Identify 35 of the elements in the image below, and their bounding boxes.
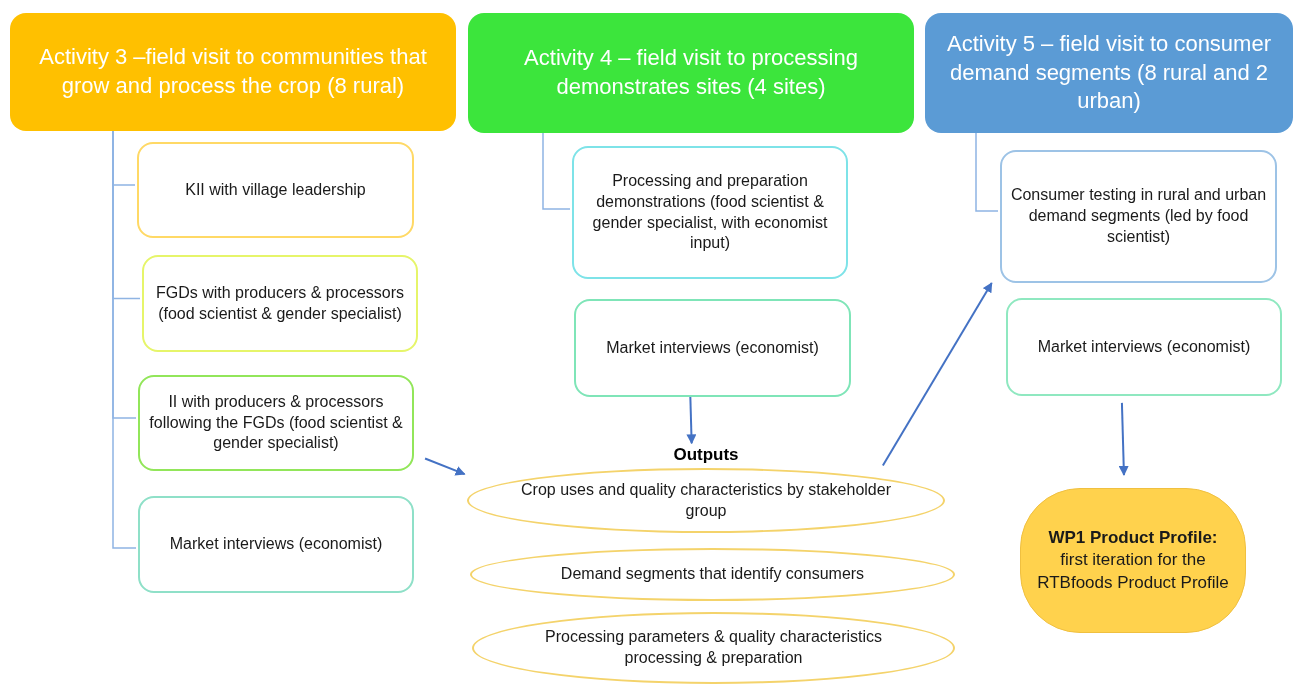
task-box	[137, 142, 414, 238]
task-box	[1000, 150, 1277, 283]
connector-line	[975, 132, 999, 212]
node-text: Activity 3 –field visit to communities that grow and process the crop (8 rural)	[38, 43, 428, 100]
activity-header	[925, 13, 1293, 133]
connector-line	[542, 132, 571, 210]
node-text: Activity 5 – field visit to consumer demand segments (8 rural and 2 urban)	[946, 30, 1272, 116]
node-text: II with producers & processors following the FGDs (food scientist & gender specialist)	[148, 391, 404, 454]
task-box	[572, 146, 848, 279]
node-text: WP1 Product Profile: first iteration for the RTBfoods Product Profile	[1037, 527, 1229, 594]
node-text: Crop uses and quality characteristics by stakeholder group	[520, 479, 892, 521]
section-heading: Outputs	[672, 444, 740, 466]
output-ellipse	[470, 548, 955, 601]
node-text: Activity 4 – field visit to processing demonstrates sites (4 sites)	[523, 44, 859, 101]
task-box	[574, 299, 851, 397]
output-ellipse	[472, 612, 955, 684]
arrow	[881, 282, 993, 467]
node-text: Market interviews (economist)	[1037, 336, 1251, 357]
node-text: KII with village leadership	[185, 179, 366, 200]
task-box	[138, 496, 414, 593]
node-text: Demand segments that identify consumers	[560, 564, 865, 585]
task-box	[138, 375, 414, 471]
task-box	[142, 255, 418, 352]
node-text: Market interviews (economist)	[606, 337, 819, 358]
arrow	[1118, 401, 1129, 476]
node-text: Processing and preparation demonstrations (food scientist & gender specialist, with economist input)	[591, 170, 829, 254]
task-box	[1006, 298, 1282, 396]
node-text: FGDs with producers & processors (food scientist & gender specialist)	[154, 282, 406, 324]
node-text: Consumer testing in rural and urban demand segments (led by food scientist)	[1010, 185, 1267, 247]
arrow	[686, 396, 697, 445]
node-text: Market interviews (economist)	[169, 534, 383, 555]
arrow	[424, 457, 466, 476]
node-text: Processing parameters & quality characteristics processing & preparation	[544, 627, 883, 668]
activity-header	[468, 13, 914, 133]
activity-header	[10, 13, 456, 131]
